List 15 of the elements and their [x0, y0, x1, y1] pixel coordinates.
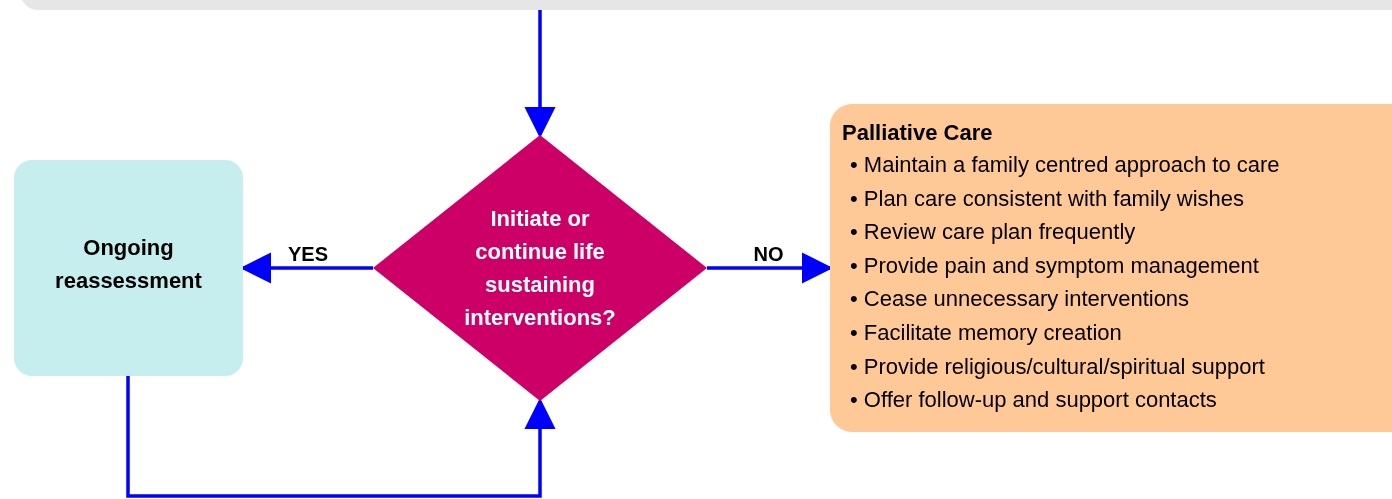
bullet-item: • Facilitate memory creation	[850, 318, 1123, 347]
bullet-item: • Maintain a family centred approach to care	[850, 151, 1281, 179]
bullet-item: • Provide religious/cultural/spiritual support	[850, 352, 1266, 381]
bullet-item: • Cease unnecessary interventions	[850, 285, 1191, 314]
bullet-item: • Plan care consistent with family wishes	[850, 184, 1246, 213]
box-heading: Palliative Care	[842, 119, 994, 147]
arrow	[126, 376, 556, 498]
bullet-item: • Review care plan frequently	[850, 218, 1137, 247]
decision-diamond	[373, 135, 707, 401]
bullet-item: • Provide pain and symptom management	[850, 251, 1260, 280]
decision-text: Initiate or continue life sustaining interventions?	[463, 205, 617, 332]
info-box	[830, 104, 1392, 432]
bullet-item: • Offer follow-up and support contacts	[850, 386, 1218, 415]
box-text: Ongoing reassessment	[54, 234, 203, 295]
process-box	[14, 160, 243, 376]
